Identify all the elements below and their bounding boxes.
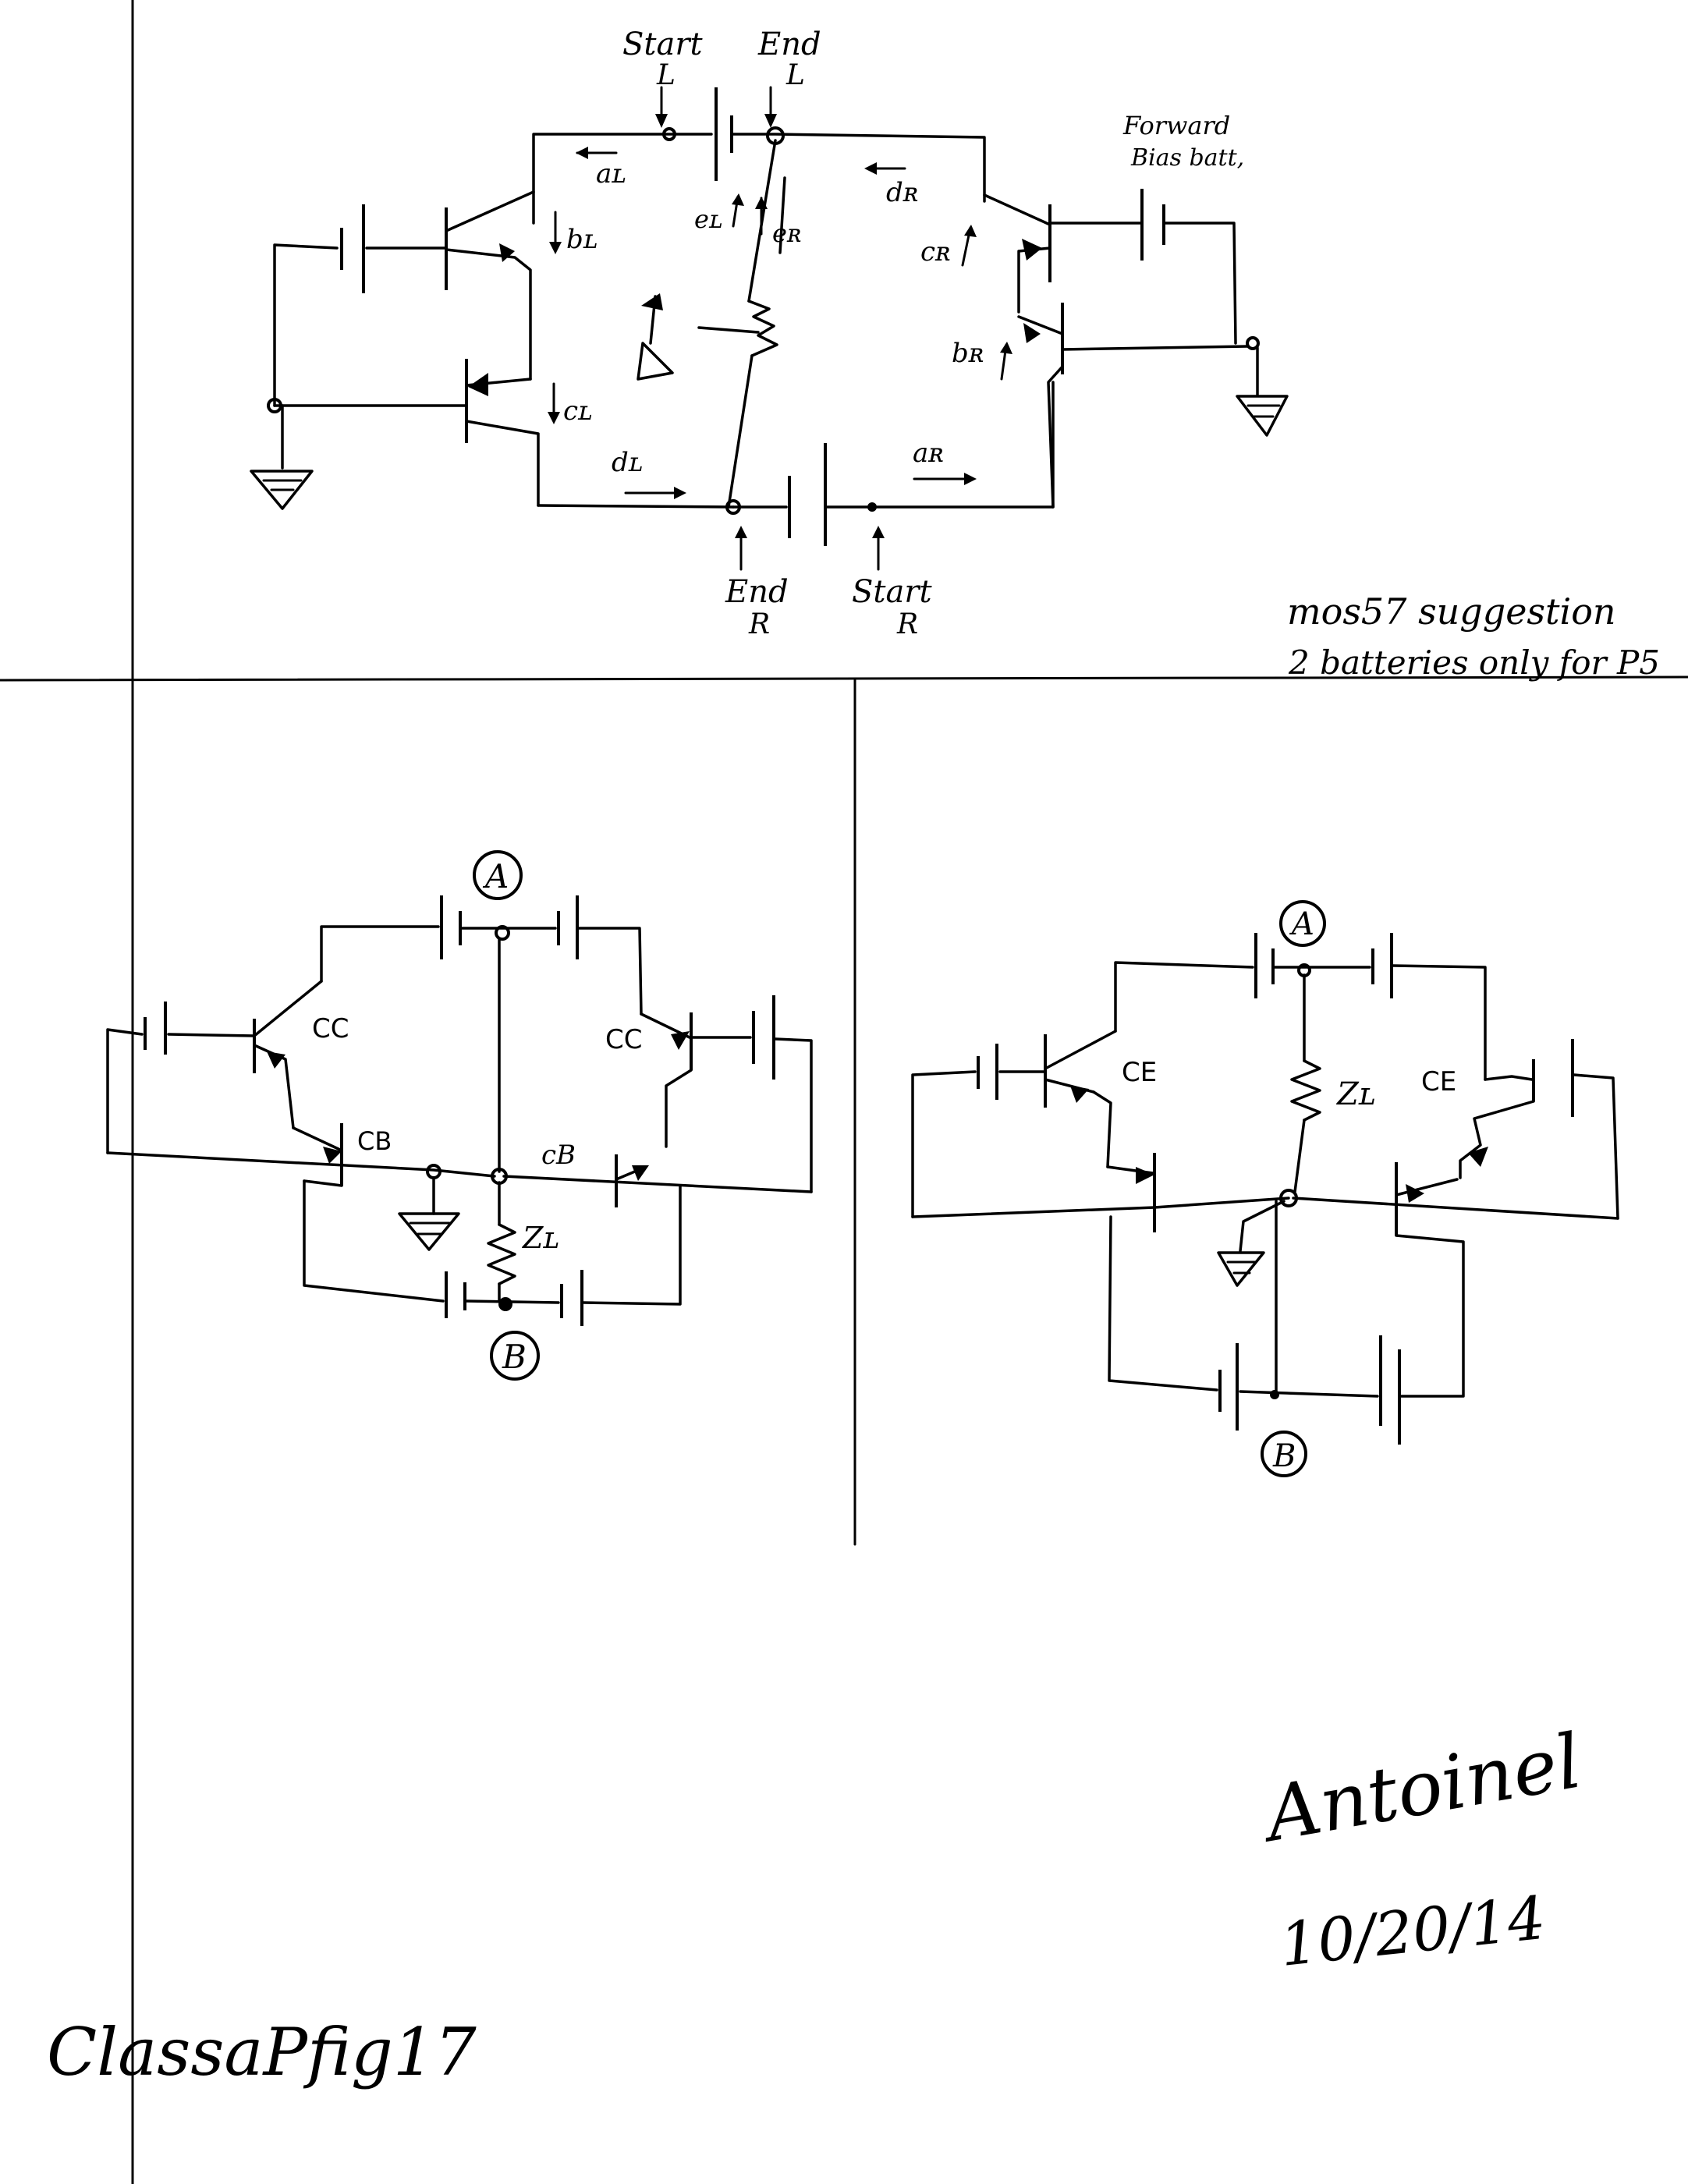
bl-cc-right-label: CC xyxy=(605,1024,642,1055)
bottom-left-circuit xyxy=(106,850,813,1381)
br-node-a-circle xyxy=(1279,900,1326,947)
br-ce-right-label: CE xyxy=(1421,1066,1456,1097)
current-d-r: dʀ xyxy=(886,177,919,208)
br-ce-left-label: CE xyxy=(1122,1057,1157,1088)
signature-date: 10/20/14 xyxy=(1277,1883,1549,1980)
current-b-l: bʟ xyxy=(566,224,598,255)
current-a-r: aʀ xyxy=(913,438,944,469)
end-l-sub: L xyxy=(785,59,805,91)
node-b-circle xyxy=(490,1331,540,1381)
bottom-right-circuit xyxy=(911,900,1619,1477)
forward-bias-sub: Bias batt, xyxy=(1130,144,1244,172)
signature-name: Antoinel xyxy=(1254,1718,1588,1860)
current-b-r: bʀ xyxy=(952,338,984,369)
br-node-b-circle xyxy=(1261,1431,1307,1477)
start-r-label: Start xyxy=(852,574,932,610)
current-c-l: cʟ xyxy=(563,395,593,427)
note-line-2: 2 batteries only for P5 xyxy=(1288,644,1660,682)
forward-bias-label: Forward xyxy=(1122,111,1230,140)
current-a-l: aʟ xyxy=(596,158,626,190)
bl-load-label: Zʟ xyxy=(522,1221,559,1255)
top-circuit xyxy=(250,86,1289,571)
end-r-sub: R xyxy=(748,608,770,640)
end-r-label: End xyxy=(725,574,789,610)
bl-node-a-label: A xyxy=(482,857,509,895)
node-a-circle xyxy=(473,850,523,900)
br-load-label: Zʟ xyxy=(1335,1076,1376,1112)
note-line-1: mos57 suggestion xyxy=(1287,590,1616,633)
start-l-node xyxy=(662,127,676,141)
figure-caption: ClassaPfig17 xyxy=(47,2014,477,2090)
bl-node-b-label: B xyxy=(502,1338,527,1376)
current-e-r: eʀ xyxy=(772,218,802,248)
current-d-l: dʟ xyxy=(612,447,643,478)
br-node-a-label: A xyxy=(1289,906,1314,942)
br-node-b-label: B xyxy=(1272,1438,1296,1474)
current-c-r: cʀ xyxy=(920,236,951,268)
start-r-sub: R xyxy=(896,608,918,640)
current-e-l: eʟ xyxy=(694,204,722,234)
start-l-label: Start xyxy=(622,27,703,62)
bl-cb-left-label: CB xyxy=(357,1126,392,1156)
end-l-label: End xyxy=(757,27,821,62)
bl-cb-right-label: cB xyxy=(541,1140,576,1171)
bl-cc-left-label: CC xyxy=(312,1013,349,1044)
start-l-sub: L xyxy=(656,59,676,91)
